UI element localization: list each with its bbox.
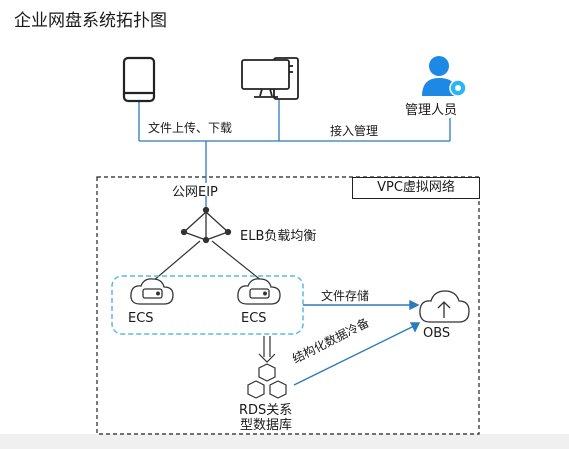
cloud-upload-icon (419, 290, 470, 323)
ecs-right-label: ECS (241, 311, 267, 326)
cold-backup-arrow (293, 322, 421, 386)
public-eip-label: 公网EIP (172, 185, 218, 200)
desktop-computer-icon (241, 57, 299, 100)
cloud-server-icon (237, 278, 281, 305)
elb-label: ELB负载均衡 (240, 229, 317, 244)
administrator-user-icon (422, 56, 467, 97)
vpc-boundary (96, 176, 480, 435)
rds-label-line1: RDS关系 (239, 403, 293, 418)
load-balancer-icon (180, 206, 232, 244)
admin-label: 管理人员 (405, 103, 458, 118)
obs-label: OBS (423, 326, 451, 341)
vpc-label: VPC虚拟网络 (352, 177, 480, 199)
elb-ecs-lines (152, 240, 263, 282)
mobile-phone-icon (122, 56, 156, 103)
file-storage-arrow (303, 299, 420, 311)
ecs-left-label: ECS (128, 311, 154, 326)
footer-band (0, 434, 569, 449)
file-storage-label: 文件存储 (321, 289, 370, 303)
access-manage-label: 接入管理 (330, 124, 379, 138)
upload-download-label: 文件上传、下载 (148, 121, 233, 135)
rds-label-line2: 型数据库 (240, 418, 293, 433)
cloud-server-icon (130, 278, 174, 305)
diagram-title: 企业网盘系统拓扑图 (14, 11, 167, 31)
database-hexagon-icon (247, 363, 287, 399)
ecs-rds-arrow (258, 336, 276, 363)
